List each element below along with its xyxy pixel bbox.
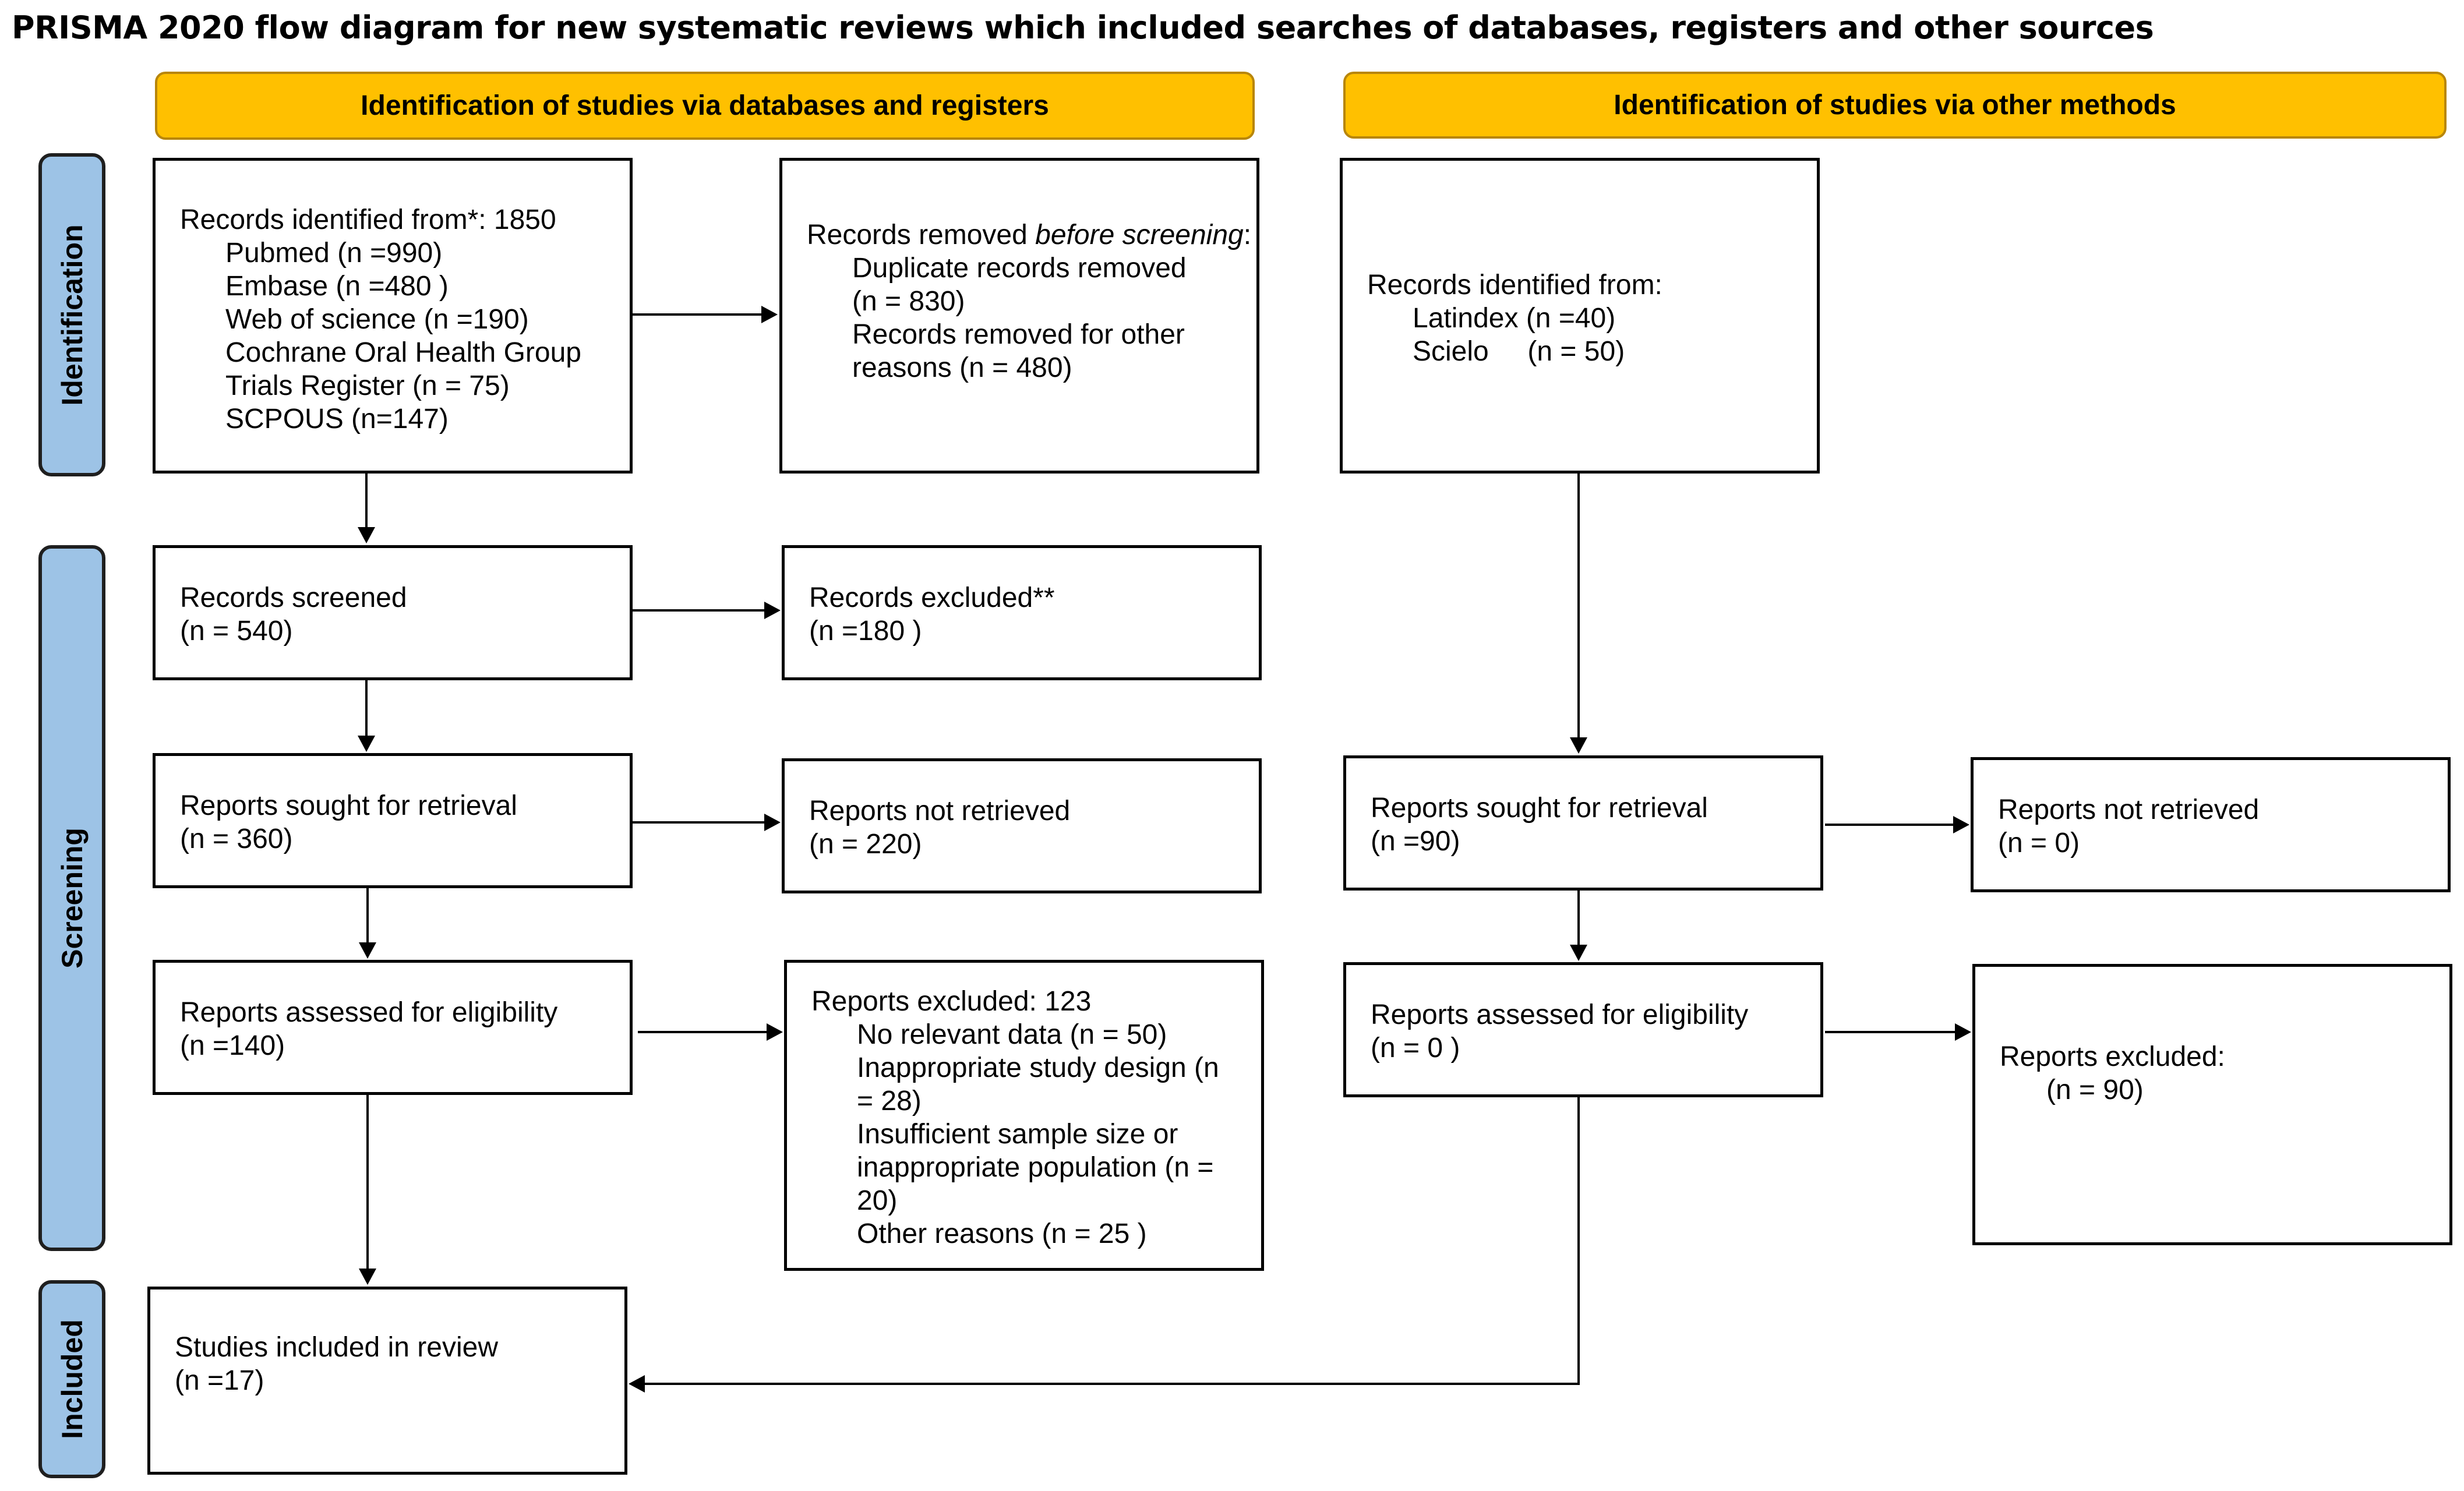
db-records-screened-box: Records screened (n = 540) — [153, 545, 633, 680]
db-reports-excluded-line: Insufficient sample size or — [857, 1119, 1178, 1150]
db-reports-excluded-line: = 28) — [857, 1086, 922, 1117]
db-reports-excluded-line: No relevant data (n = 50) — [857, 1019, 1167, 1050]
other-not-retrieved-box: Reports not retrieved (n = 0) — [1971, 757, 2451, 892]
db-source-pubmed: Pubmed (n =990) — [225, 238, 443, 268]
db-screened-label: Records screened — [180, 582, 407, 613]
db-removed-line: (n = 830) — [852, 286, 965, 317]
included-count: (n =17) — [175, 1365, 264, 1396]
other-assessed-count: (n = 0 ) — [1371, 1033, 1460, 1064]
header-databases-label: Identification of studies via databases … — [361, 90, 1049, 121]
db-sought-label: Reports sought for retrieval — [180, 790, 517, 821]
other-excluded-count: (n = 90) — [2046, 1075, 2144, 1105]
db-reports-sought-box: Reports sought for retrieval (n = 360) — [153, 753, 633, 888]
header-other-label: Identification of studies via other meth… — [1614, 90, 2176, 121]
db-reports-excluded-heading: Reports excluded: 123 — [811, 986, 1092, 1017]
other-source-scielo: Scielo (n = 50) — [1413, 336, 1625, 367]
db-sought-count: (n = 360) — [180, 824, 293, 854]
db-assessed-count: (n =140) — [180, 1030, 285, 1061]
other-excluded-label: Reports excluded: — [2000, 1041, 2225, 1072]
stage-included: Included — [38, 1280, 105, 1478]
other-identified-heading: Records identified from: — [1367, 270, 1662, 301]
db-records-excluded-box: Records excluded** (n =180 ) — [782, 545, 1262, 680]
other-reports-assessed-box: Reports assessed for eligibility (n = 0 … — [1343, 962, 1823, 1097]
db-reports-excluded-line: inappropriate population (n = — [857, 1152, 1214, 1183]
stage-identification: Identification — [38, 153, 105, 476]
other-reports-excluded-box: Reports excluded: (n = 90) — [1972, 964, 2452, 1245]
db-reports-not-retrieved-box: Reports not retrieved (n = 220) — [782, 758, 1262, 893]
header-databases: Identification of studies via databases … — [155, 72, 1255, 140]
other-assessed-label: Reports assessed for eligibility — [1371, 999, 1749, 1030]
included-label: Studies included in review — [175, 1332, 498, 1363]
other-sought-count: (n =90) — [1371, 826, 1460, 857]
arrow-other-assessed-to-included — [635, 1097, 1580, 1385]
db-removed-heading: Records removed before screening: — [807, 220, 1252, 250]
db-source-wos: Web of science (n =190) — [225, 304, 529, 335]
db-not-retrieved-label: Reports not retrieved — [809, 796, 1071, 826]
db-assessed-label: Reports assessed for eligibility — [180, 997, 558, 1028]
db-excluded-count: (n =180 ) — [809, 616, 922, 646]
db-source-scopus: SCPOUS (n=147) — [225, 404, 449, 434]
db-records-identified-box: Records identified from*: 1850 Pubmed (n… — [153, 158, 633, 474]
other-reports-sought-box: Reports sought for retrieval (n =90) — [1343, 755, 1823, 891]
db-removed-line: Records removed for other — [852, 319, 1185, 350]
studies-included-box: Studies included in review (n =17) — [147, 1287, 627, 1475]
db-source-cochrane-cont: Trials Register (n = 75) — [225, 370, 510, 401]
db-source-embase: Embase (n =480 ) — [225, 271, 449, 302]
header-other-methods: Identification of studies via other meth… — [1343, 72, 2447, 139]
db-reports-excluded-box: Reports excluded: 123 No relevant data (… — [784, 960, 1264, 1271]
db-source-cochrane: Cochrane Oral Health Group — [225, 337, 581, 368]
db-reports-excluded-line: Other reasons (n = 25 ) — [857, 1218, 1147, 1249]
other-not-retrieved-label: Reports not retrieved — [1998, 794, 2260, 825]
other-not-retrieved-count: (n = 0) — [1998, 828, 2080, 858]
other-source-latindex: Latindex (n =40) — [1413, 303, 1616, 334]
db-removed-line: Duplicate records removed — [852, 253, 1187, 284]
stage-screening: Screening — [38, 545, 105, 1251]
db-not-retrieved-count: (n = 220) — [809, 829, 922, 860]
db-identified-heading: Records identified from*: 1850 — [180, 204, 556, 235]
db-excluded-label: Records excluded** — [809, 582, 1055, 613]
db-removed-line: reasons (n = 480) — [852, 352, 1072, 383]
db-screened-count: (n = 540) — [180, 616, 293, 646]
diagram-title: PRISMA 2020 flow diagram for new systema… — [12, 9, 2154, 46]
db-reports-excluded-line: 20) — [857, 1185, 898, 1216]
other-sought-label: Reports sought for retrieval — [1371, 793, 1708, 824]
db-records-removed-box: Records removed before screening: Duplic… — [779, 158, 1259, 474]
other-records-identified-box: Records identified from: Latindex (n =40… — [1340, 158, 1820, 474]
db-reports-assessed-box: Reports assessed for eligibility (n =140… — [153, 960, 633, 1095]
db-reports-excluded-line: Inappropriate study design (n — [857, 1052, 1219, 1083]
